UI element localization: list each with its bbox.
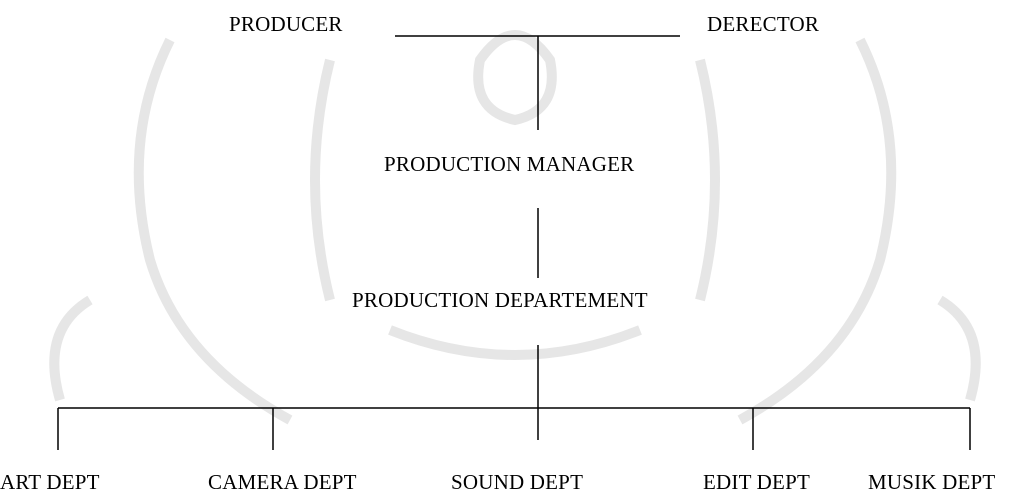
art-dept-node: ART DEPT — [0, 470, 100, 494]
camera-dept-node: CAMERA DEPT — [208, 470, 357, 494]
musik-dept-node: MUSIK DEPT — [868, 470, 996, 494]
production-department-node: PRODUCTION DEPARTEMENT — [352, 288, 648, 312]
sound-dept-node: SOUND DEPT — [451, 470, 584, 494]
producer-node: PRODUCER — [229, 12, 343, 36]
edit-dept-node: EDIT DEPT — [703, 470, 810, 494]
director-node: DERECTOR — [707, 12, 820, 36]
production-manager-node: PRODUCTION MANAGER — [384, 152, 635, 176]
